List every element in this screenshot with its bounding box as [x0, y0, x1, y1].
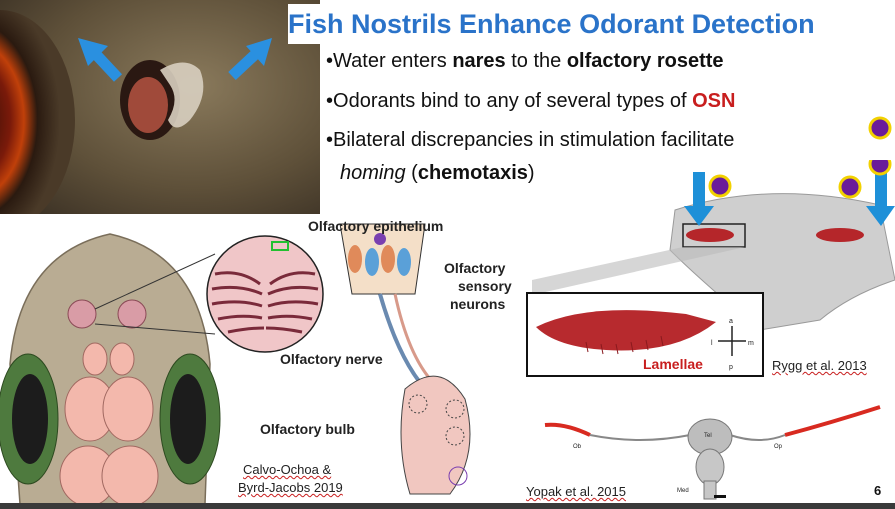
brain-label-ob: Ob	[573, 444, 582, 450]
left-rosette	[67, 299, 97, 329]
odorant-3	[868, 160, 892, 176]
right-op-red	[784, 405, 881, 437]
label-nerve: Olfactory nerve	[280, 351, 383, 367]
citation-calvo-2: Byrd-Jacobs 2019	[238, 480, 343, 495]
bullet-osn: •Odorants bind to any of several types o…	[326, 90, 736, 112]
rosette-zoom	[206, 235, 324, 353]
right-rosette	[117, 299, 147, 329]
nasal-flap	[160, 62, 204, 128]
citation-rygg: Rygg et al. 2013	[772, 358, 867, 373]
citation-calvo-1: Calvo-Ochoa &	[243, 462, 332, 477]
brain-figure	[544, 405, 881, 500]
slide-number: 6	[874, 483, 882, 498]
compass-m: m	[748, 340, 754, 347]
arrow-down-right-icon	[866, 172, 895, 226]
slide-title: Fish Nostrils Enhance Odorant Detection	[288, 4, 895, 44]
label-epithelium: Olfactory epithelium	[308, 218, 444, 234]
label-bulb: Olfactory bulb	[260, 421, 355, 437]
lamellae-shape	[536, 310, 716, 351]
label-neurons-2: sensory	[458, 278, 512, 294]
left-nare-3d	[686, 228, 734, 242]
arrow-left-photo-icon	[78, 38, 123, 82]
label-lamellae: Lamellae	[643, 356, 703, 372]
odorant-top-right	[868, 116, 892, 140]
lamellae-inset	[526, 292, 764, 377]
label-neurons-1: Olfactory	[444, 260, 506, 276]
label-neurons-3: neurons	[450, 296, 506, 312]
citation-yopak: Yopak et al. 2015	[526, 484, 626, 499]
compass-p: p	[729, 364, 733, 371]
compass-a: a	[729, 318, 733, 325]
right-nare-3d	[816, 228, 864, 242]
fish-head	[9, 233, 211, 504]
brain-label-med: Med	[677, 488, 689, 494]
bullet-homing: homing (chemotaxis)	[340, 162, 535, 184]
brain-label-op: Op	[774, 444, 783, 450]
compass-icon	[718, 326, 746, 356]
bullet-nares: •Water enters nares to the olfactory ros…	[326, 50, 724, 72]
odorant-1	[708, 174, 732, 198]
brain-label-tel: Tel	[704, 433, 712, 439]
bullet-bilateral: •Bilateral discrepancies in stimulation …	[326, 129, 735, 151]
bottom-bar	[0, 503, 895, 509]
olfactory-bulb	[400, 375, 471, 495]
arrow-right-photo-icon	[228, 38, 272, 81]
fish-nostril-photo	[0, 0, 320, 214]
olfactory-anatomy-figure	[0, 223, 471, 504]
compass-l: l	[711, 340, 713, 347]
arrow-down-left-icon	[684, 172, 714, 226]
left-ob-red	[544, 422, 591, 437]
odorant-2	[838, 175, 862, 199]
